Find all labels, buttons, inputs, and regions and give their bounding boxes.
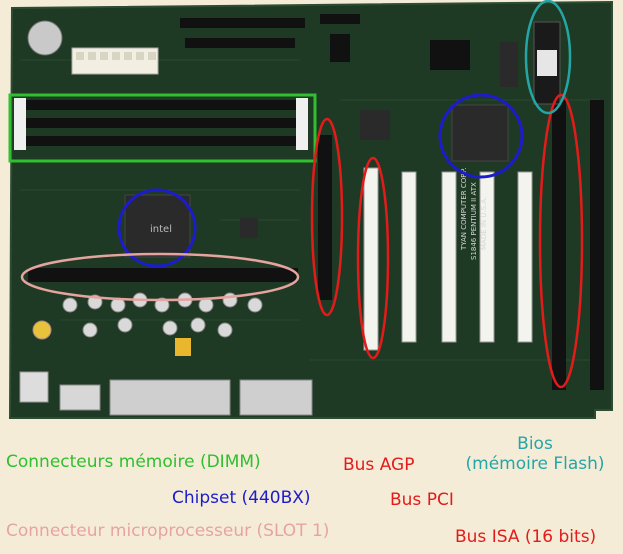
capacitors — [62, 292, 263, 338]
legend-bios-line1: Bios — [517, 434, 553, 454]
cmos-battery — [27, 20, 63, 56]
slot1-connector — [28, 268, 298, 282]
serial-port — [239, 379, 313, 416]
pci-slots — [363, 167, 533, 351]
legend-pci: Bus PCI — [390, 490, 454, 510]
pci-highlight — [356, 156, 390, 360]
agp-slot — [318, 135, 332, 300]
dimm-slots — [14, 98, 308, 150]
southbridge-chip — [451, 104, 509, 162]
parallel-port — [109, 379, 231, 416]
motherboard-illustration: intel TYAN COMPUTER CORP. S1846 — [8, 0, 613, 419]
chip-brand-label: intel — [150, 224, 172, 235]
chipset-highlight — [117, 188, 197, 268]
chipset-chip — [124, 194, 191, 258]
legend-agp: Bus AGP — [343, 455, 415, 475]
isa-highlight — [538, 93, 584, 389]
legend-bios-line2: (mémoire Flash) — [465, 454, 605, 474]
atx-power-connector — [71, 47, 159, 75]
isa-slots — [552, 100, 604, 390]
legend-slot1: Connecteur microprocesseur (SLOT 1) — [6, 521, 330, 541]
bios-highlight — [524, 0, 572, 115]
slot1-highlight — [20, 252, 300, 302]
southbridge-highlight — [438, 93, 524, 179]
silkscreen-line-1: TYAN COMPUTER CORP. — [460, 168, 468, 251]
motherboard-photo: intel TYAN COMPUTER CORP. S1846 — [8, 0, 613, 419]
legend-dimm: Connecteurs mémoire (DIMM) — [6, 452, 261, 472]
silkscreen-line-2: S1846 PENTIUM II ATX — [470, 182, 478, 260]
legend-isa: Bus ISA (16 bits) — [455, 527, 597, 547]
legend-bios: Bios (mémoire Flash) — [450, 434, 620, 474]
legend-chipset: Chipset (440BX) — [172, 488, 311, 508]
dimm-highlight — [8, 93, 317, 163]
agp-highlight — [310, 117, 344, 317]
silkscreen-line-3: MADE IN U.S.A. — [480, 197, 488, 250]
